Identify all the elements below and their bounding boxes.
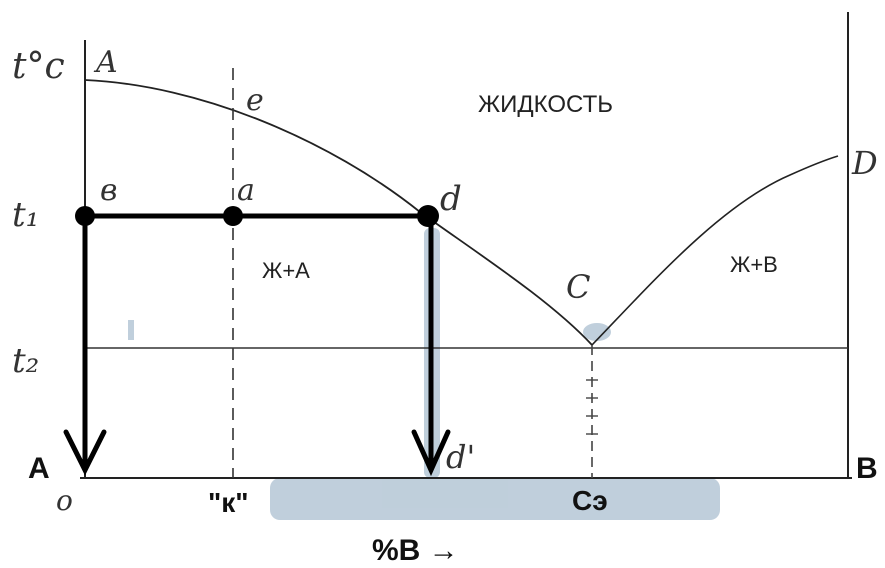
highlight-small-mark bbox=[128, 320, 134, 340]
composition-axis-label: %В → bbox=[372, 534, 459, 567]
arrow-head-d bbox=[411, 429, 451, 477]
region-liquid-label: ЖИДКОСТЬ bbox=[478, 91, 613, 118]
point-b-label: в bbox=[100, 173, 117, 208]
point-b bbox=[75, 206, 95, 226]
highlight-marks bbox=[128, 228, 720, 520]
point-A-label: A bbox=[93, 45, 118, 80]
temperature-axis-label: t°c bbox=[12, 46, 65, 87]
point-d-prime-label: d' bbox=[446, 438, 475, 476]
point-d bbox=[417, 205, 439, 227]
highlight-bottom-band bbox=[270, 478, 720, 520]
liquidus-curve-left bbox=[84, 79, 593, 346]
highlight-eutectic-point bbox=[583, 323, 611, 341]
eutectic-composition-label: Сэ bbox=[572, 485, 608, 516]
arrow-head-left bbox=[63, 429, 107, 476]
t2-label: t₂ bbox=[12, 341, 39, 381]
point-a bbox=[223, 206, 243, 226]
t1-label: t₁ bbox=[12, 195, 39, 235]
point-D-label: D bbox=[851, 144, 878, 182]
origin-label: o bbox=[56, 484, 73, 517]
point-e-label: e bbox=[246, 83, 264, 118]
component-B-label: В bbox=[856, 452, 878, 485]
point-a-label: a bbox=[237, 173, 255, 208]
tie-line-construction bbox=[63, 213, 451, 477]
component-A-label: А bbox=[28, 452, 50, 485]
composition-k-label: "к" bbox=[208, 487, 249, 518]
point-C-label: C bbox=[566, 268, 590, 306]
eutectic-tick-marks bbox=[586, 379, 598, 435]
tie-line-points bbox=[75, 205, 439, 227]
liquidus-curve-right bbox=[591, 155, 839, 346]
region-liquid-plus-B-label: Ж+В bbox=[730, 252, 778, 277]
point-d-label: d bbox=[440, 179, 462, 219]
region-liquid-plus-A-label: Ж+А bbox=[262, 258, 310, 283]
